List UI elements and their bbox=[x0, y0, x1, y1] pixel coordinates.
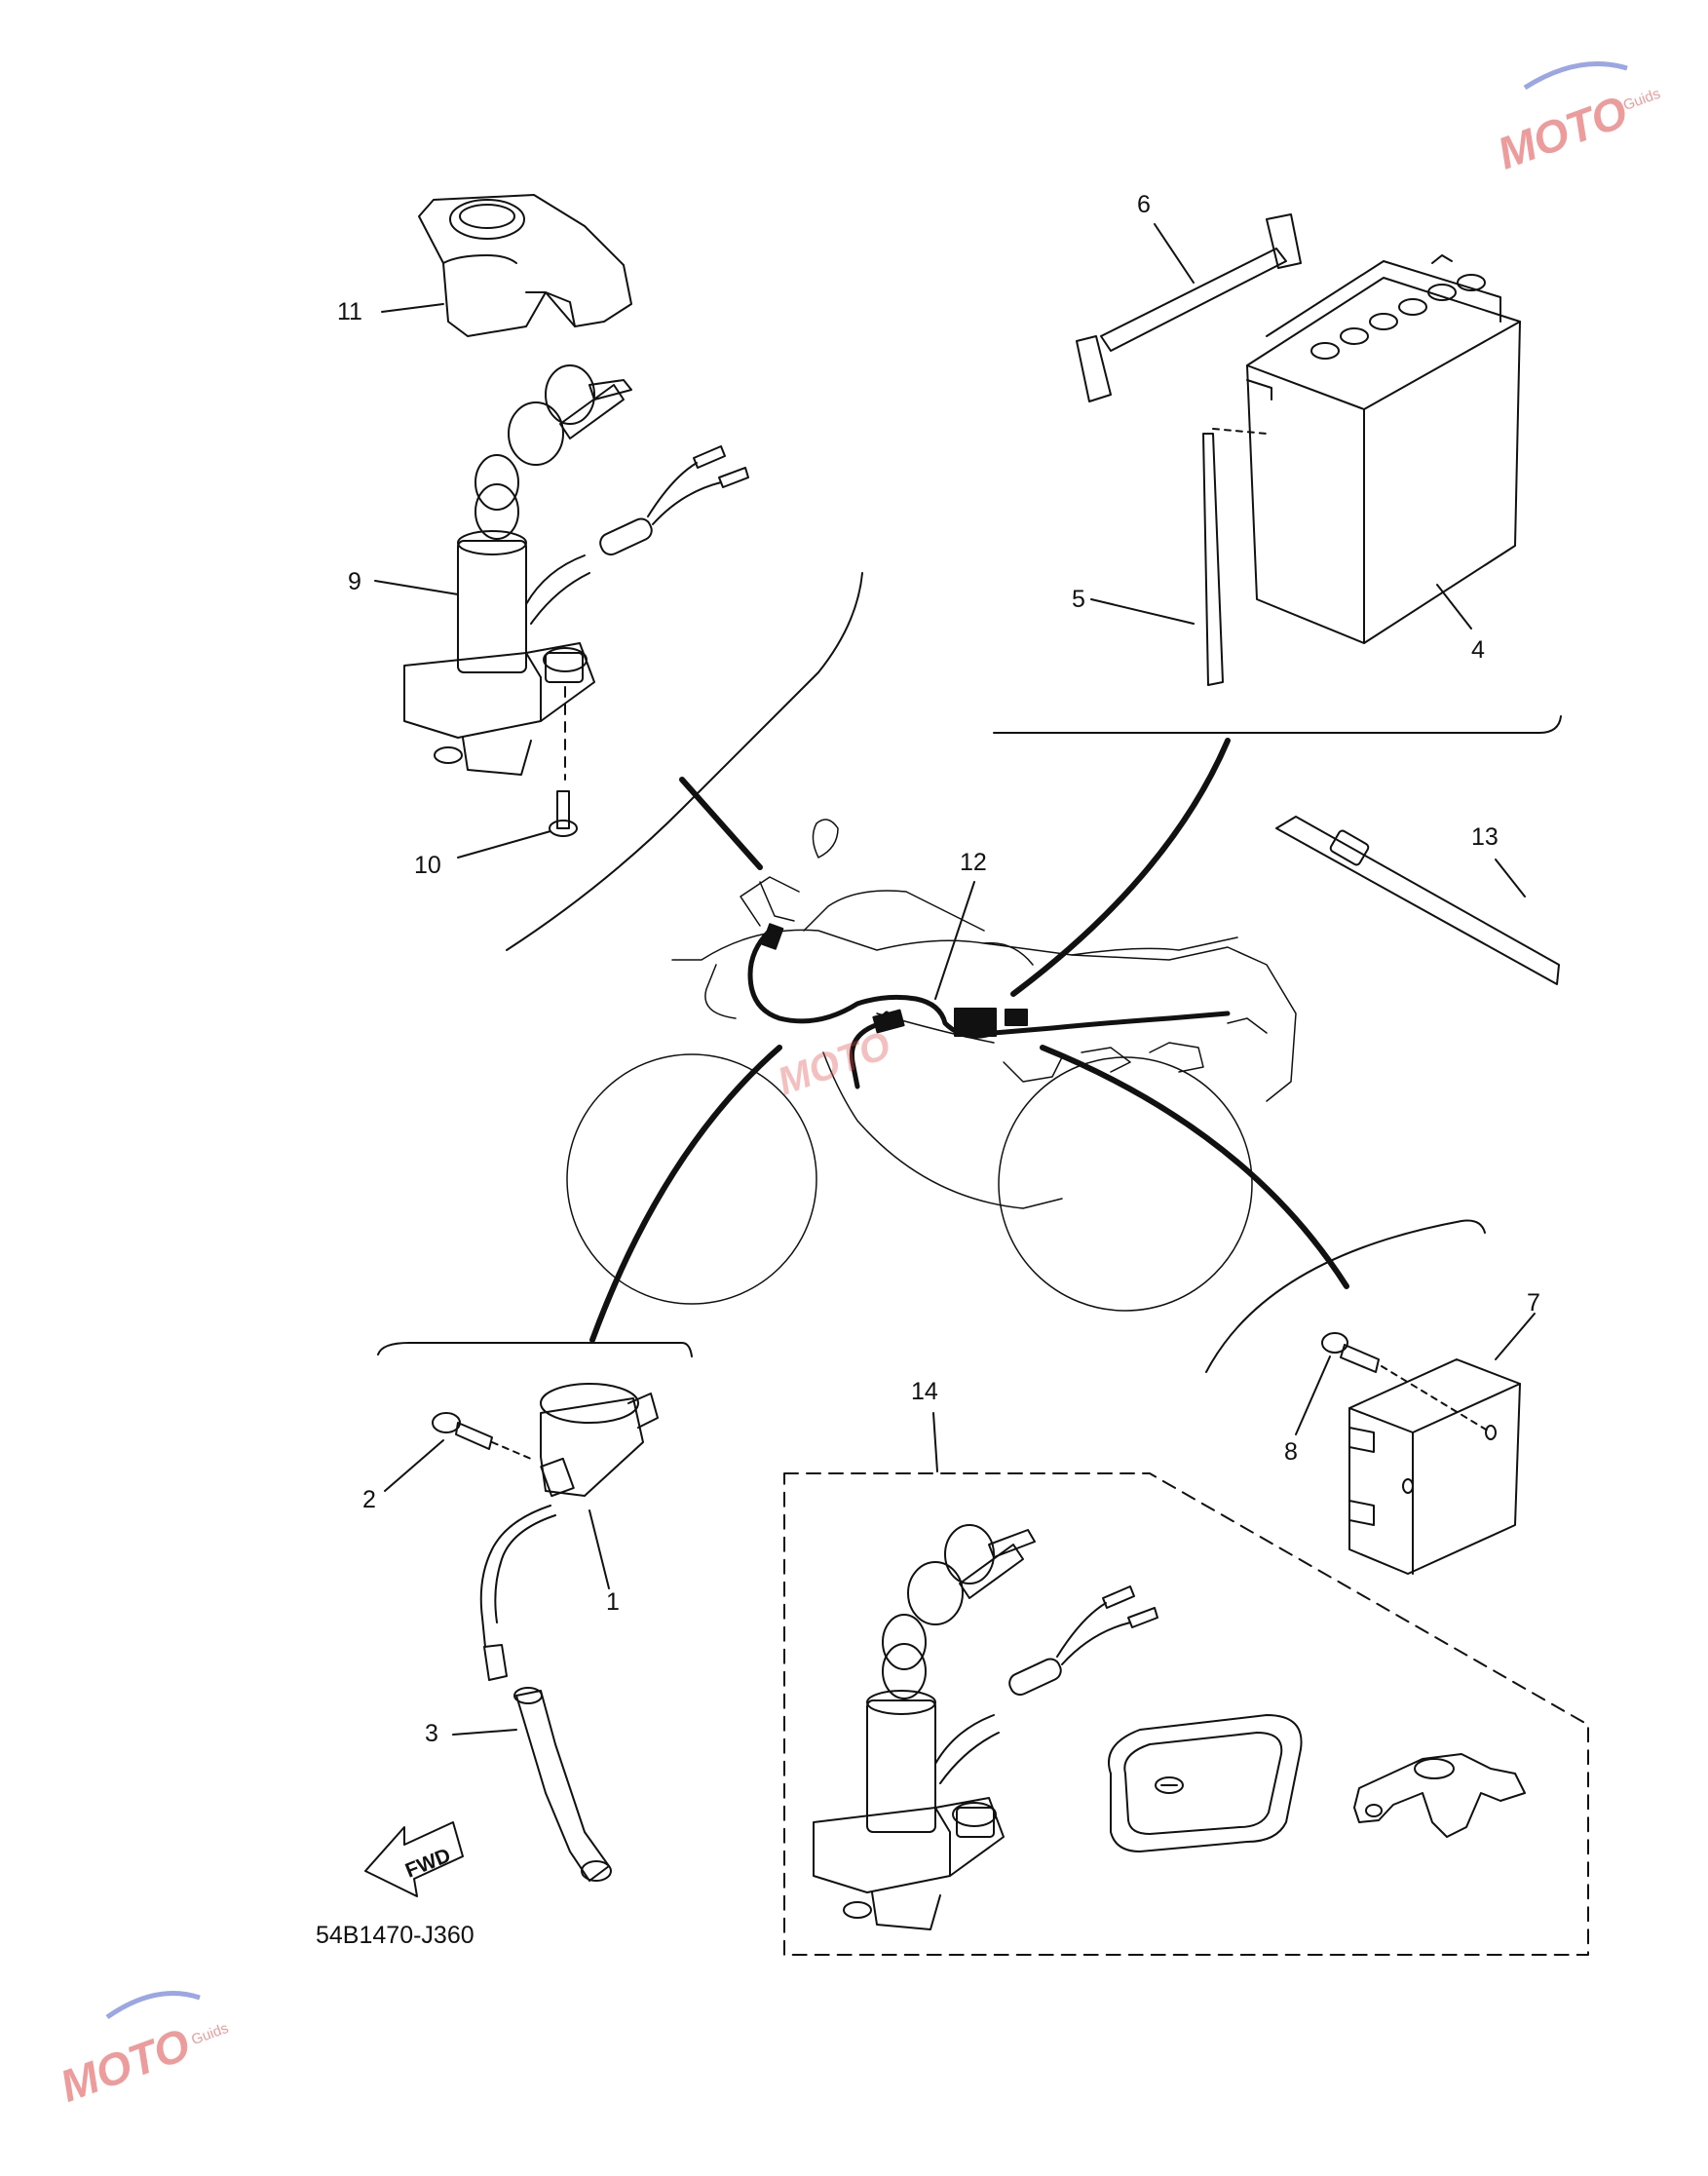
callout-8: 8 bbox=[1284, 1438, 1298, 1466]
cable-tie-part bbox=[1275, 816, 1560, 985]
regulator-region-border bbox=[1205, 1219, 1486, 1373]
lock-set-cover bbox=[1353, 1753, 1526, 1838]
svg-text:MOTO: MOTO bbox=[773, 1024, 896, 1104]
watermark-logo-top: MOTO Guids bbox=[1491, 61, 1663, 179]
watermark-logo-center: MOTO bbox=[773, 1024, 896, 1104]
ignition-coil-part bbox=[432, 1383, 659, 1882]
diagram-reference-code: 54B1470-J360 bbox=[316, 1922, 474, 1949]
callout-12: 12 bbox=[960, 849, 987, 876]
harness-block-4 bbox=[761, 923, 784, 950]
harness-block-1 bbox=[954, 1008, 997, 1037]
lock-set-box bbox=[783, 1472, 1589, 1956]
battery-part bbox=[1246, 254, 1521, 644]
callout-10: 10 bbox=[414, 852, 441, 879]
callout-1: 1 bbox=[606, 1588, 620, 1616]
svg-text:MOTO: MOTO bbox=[54, 2018, 197, 2112]
callout-2: 2 bbox=[362, 1486, 376, 1513]
watermark-logo-bottom: MOTO Guids bbox=[54, 1991, 231, 2112]
breather-hose-part bbox=[1202, 428, 1268, 686]
callout-5: 5 bbox=[1072, 586, 1085, 613]
leader-regulator bbox=[1040, 1045, 1349, 1289]
svg-text:MOTO: MOTO bbox=[1491, 86, 1634, 179]
svg-text:Guids: Guids bbox=[189, 2020, 231, 2048]
lock-set-switch bbox=[813, 1524, 1158, 1930]
callout-4: 4 bbox=[1471, 636, 1485, 664]
lock-set-cap bbox=[1108, 1714, 1303, 1852]
leader-coil bbox=[589, 1045, 782, 1343]
harness-block-2 bbox=[1005, 1009, 1028, 1026]
callout-9: 9 bbox=[348, 568, 361, 595]
leader-battery bbox=[1010, 738, 1231, 997]
lock-cover-part bbox=[418, 194, 632, 337]
callout-3: 3 bbox=[425, 1720, 438, 1747]
callout-14: 14 bbox=[911, 1378, 938, 1405]
leader-ignition bbox=[679, 777, 763, 870]
fwd-arrow-icon bbox=[364, 1821, 464, 1897]
ignition-region-border bbox=[506, 572, 863, 951]
battery-region-border bbox=[993, 715, 1562, 734]
motorcycle-outline bbox=[566, 819, 1297, 1312]
fwd-arrow-label: FWD bbox=[402, 1844, 454, 1882]
callout-7: 7 bbox=[1527, 1289, 1540, 1317]
battery-band-part bbox=[1076, 213, 1302, 402]
callout-13: 13 bbox=[1471, 823, 1499, 851]
callout-6: 6 bbox=[1137, 191, 1151, 218]
coil-region-border bbox=[377, 1342, 693, 1357]
callout-11: 11 bbox=[337, 298, 362, 325]
rectifier-regulator-part bbox=[1321, 1332, 1521, 1575]
main-switch-part bbox=[403, 364, 749, 837]
svg-text:Guids: Guids bbox=[1621, 86, 1663, 114]
harness-block-3 bbox=[872, 1009, 905, 1034]
